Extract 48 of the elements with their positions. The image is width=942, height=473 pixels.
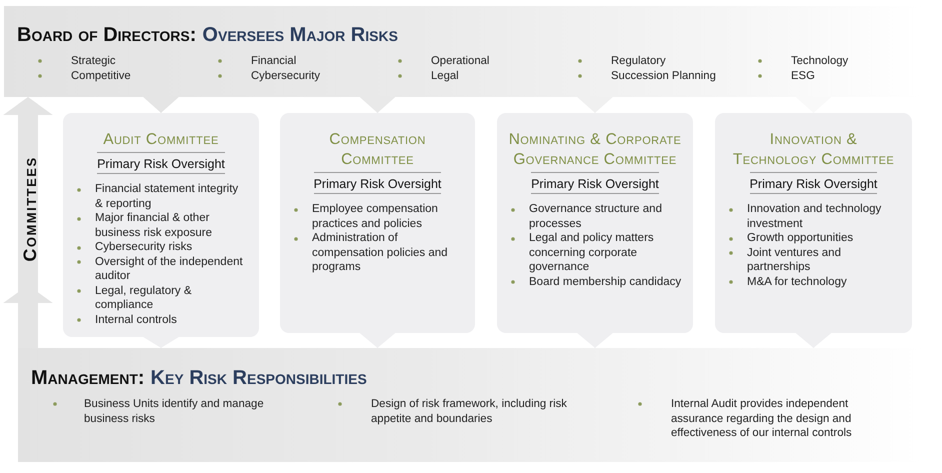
list-item: Financial statement integrity & reporting (95, 182, 240, 211)
pointer-arrow (143, 337, 179, 348)
list-item: Employee compensation practices and policies (312, 202, 439, 231)
list-item: Joint ventures and partnerships (747, 246, 842, 274)
list-item: Internal controls (95, 312, 177, 327)
card-title: Innovation & Technology Committee (732, 130, 896, 170)
list-item: Business Units identify and manage business risks (84, 397, 265, 426)
list-item: Regulatory (611, 54, 666, 68)
card-title: Compensation Committee (328, 130, 427, 170)
info-card (280, 113, 475, 333)
pointer-arrow (143, 97, 179, 113)
list-item: Design of risk framework, including risk appetite and boundaries (371, 397, 568, 426)
list-item: Internal Audit provides independent assurance regarding the design and effectiveness of our internal controls (671, 397, 853, 440)
list-item: Financial (251, 54, 296, 68)
list-item: Oversight of the independent auditor (95, 254, 244, 284)
list-item: Strategic (71, 54, 116, 68)
list-item: Major financial & other business risk exposure (95, 211, 213, 240)
card-title: Nominating & Corporate Governance Committee (508, 130, 682, 170)
list-item: M&A for technology (747, 274, 847, 289)
section-heading: Board of Directors: (17, 25, 196, 45)
list-item: Governance structure and processes (529, 202, 663, 231)
edge-label: Committees (21, 156, 39, 262)
list-item: Administration of compensation policies and programs (312, 231, 449, 274)
list-item: Technology (791, 54, 848, 68)
card-subheading: Primary Risk Oversight (314, 172, 442, 194)
heading-accent: Oversees Major Risks (202, 25, 398, 45)
card-subheading: Primary Risk Oversight (97, 152, 225, 174)
flow-arrow (4, 97, 52, 348)
list-item: Legal, regulatory & compliance (95, 284, 193, 312)
card-subheading: Primary Risk Oversight (750, 172, 878, 194)
list-item: Cybersecurity risks (95, 240, 192, 254)
card-subheading: Primary Risk Oversight (531, 172, 659, 194)
list-item: Succession Planning (611, 69, 716, 84)
list-item: Legal and policy matters concerning corporate governance (529, 231, 655, 274)
info-card (497, 113, 693, 333)
info-card (715, 113, 912, 333)
list-item: Innovation and technology investment (747, 202, 882, 231)
list-item: Competitive (71, 69, 131, 84)
section-heading: Management: (31, 368, 145, 388)
info-card (63, 113, 259, 337)
list-item: Growth opportunities (747, 231, 854, 246)
list-item: ESG (791, 69, 815, 84)
list-item: Board membership candidacy (529, 274, 682, 289)
list-item: Cybersecurity (251, 69, 320, 84)
list-item: Operational (431, 54, 490, 68)
card-title: Audit Committee (103, 130, 219, 150)
heading-accent: Key Risk Responsibilities (150, 368, 367, 388)
list-item: Legal (431, 69, 459, 84)
